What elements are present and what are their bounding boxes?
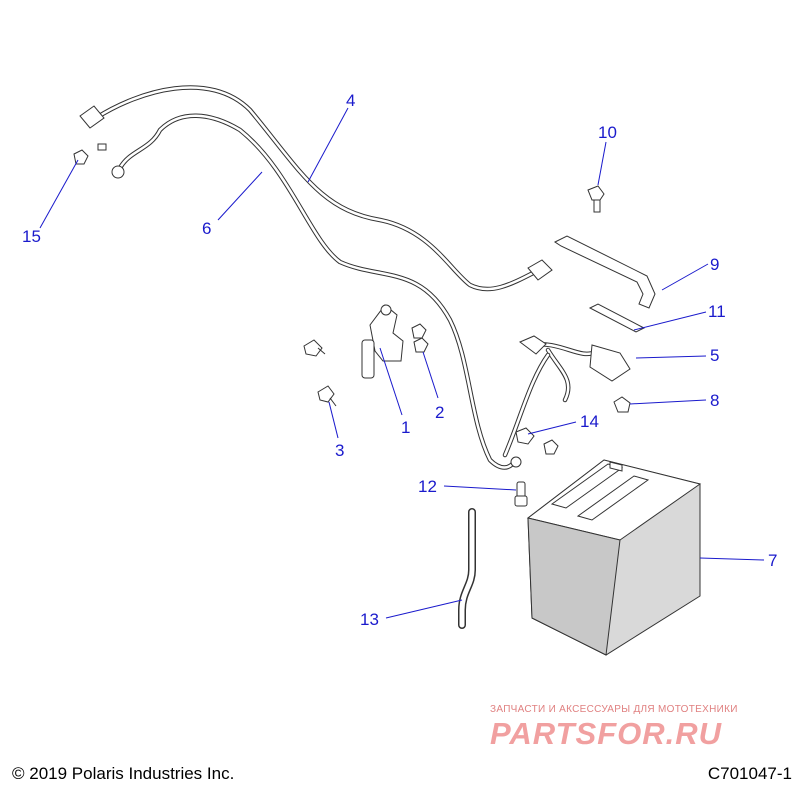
leader-lines: [39, 107, 765, 619]
bolt-part-3: [303, 339, 337, 407]
nut-part-2: [411, 323, 429, 353]
callout-11: 11: [708, 302, 726, 321]
callout-7: 7: [768, 551, 777, 570]
callout-14: 14: [580, 412, 599, 431]
callout-1: 1: [401, 418, 410, 437]
cable-4: [79, 85, 553, 292]
callout-12: 12: [418, 477, 437, 496]
watermark-tagline: ЗАПЧАСТИ И АКСЕССУАРЫ ДЛЯ МОТОТЕХНИКИ: [490, 704, 738, 715]
cable-6: [111, 113, 522, 470]
nut-part-15: [73, 143, 107, 165]
copyright-notice: © 2019 Polaris Industries Inc.: [12, 764, 235, 783]
callout-15: 15: [22, 227, 41, 246]
cable-5: [502, 335, 631, 458]
callout-2: 2: [435, 403, 444, 422]
callout-8: 8: [710, 391, 719, 410]
battery-part-7: [526, 459, 702, 656]
nut-part-8: [613, 396, 631, 413]
relay-part-1: [361, 304, 404, 379]
drawing-id: C701047-1: [707, 764, 792, 783]
callout-4: 4: [346, 91, 355, 110]
vent-tube-part-13: [458, 508, 476, 629]
callout-6: 6: [202, 219, 211, 238]
terminal-part-14: [515, 427, 559, 455]
bolt-part-10: [587, 185, 605, 213]
watermark-logo: PARTSFOR.RU: [490, 716, 723, 751]
pad-part-11: [588, 303, 646, 333]
callout-10: 10: [598, 123, 617, 142]
callout-3: 3: [335, 441, 344, 460]
fitting-part-12: [514, 481, 528, 507]
callout-13: 13: [360, 610, 379, 629]
callout-5: 5: [710, 346, 719, 365]
strap-part-9: [554, 235, 656, 309]
callouts: 1 2 3 4 5 6 7 8 9 10 11 12 13 14 15: [22, 91, 777, 629]
callout-9: 9: [710, 255, 719, 274]
